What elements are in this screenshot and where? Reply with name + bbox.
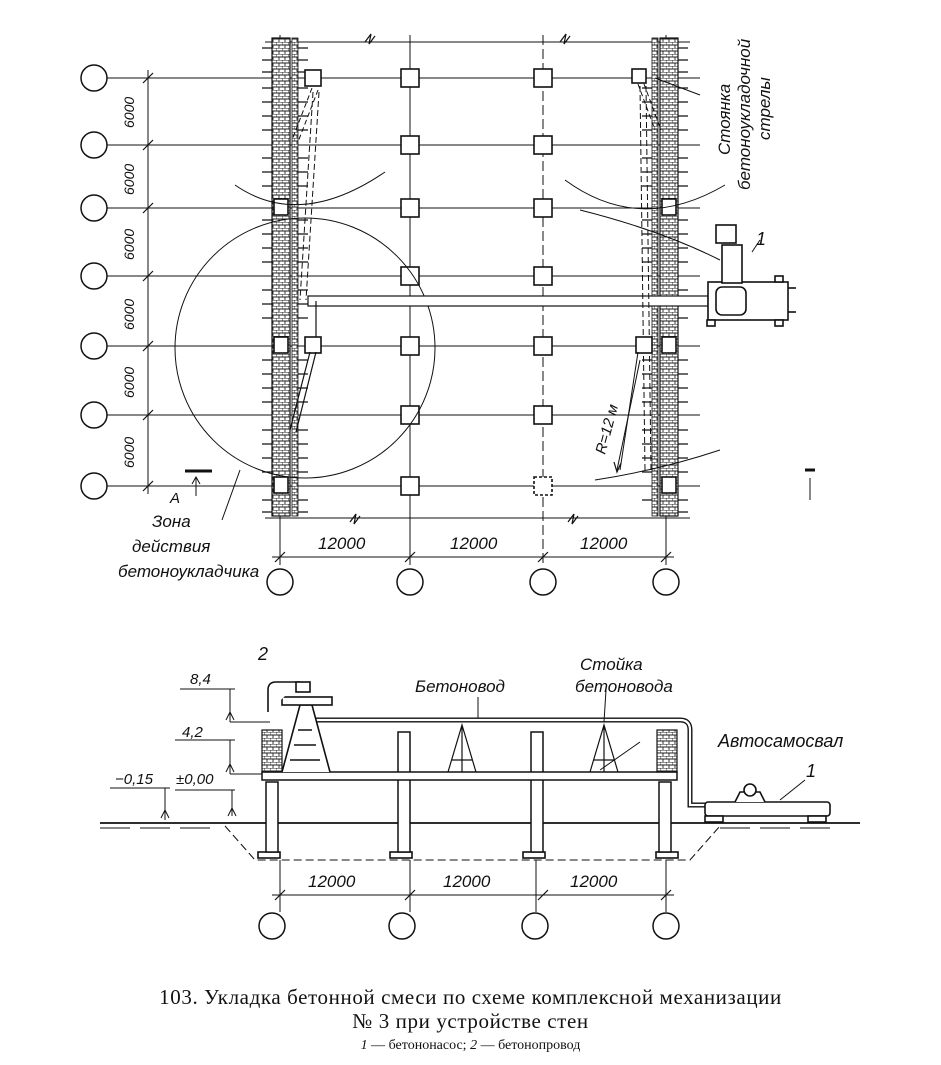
radius-label: R=12 м (592, 403, 622, 456)
axis-bubbles-bottom (266, 568, 680, 596)
col-dim: 12000 (308, 872, 356, 891)
plan-labels: 6000 6000 6000 6000 6000 6000 12000 1200… (118, 38, 774, 581)
legend-num-1: 1 (360, 1038, 368, 1053)
legend-text-1: — бетононасос; (371, 1038, 467, 1053)
zone-label: Зона (152, 512, 191, 531)
col-dim: 12000 (570, 872, 618, 891)
pipe-label: Бетоновод (415, 677, 505, 696)
concrete-placer-section (267, 681, 333, 773)
row-dim: 6000 (121, 97, 137, 128)
stand-label: Стойка (580, 655, 643, 674)
item-1-label: 1 (756, 229, 766, 249)
legend-text-2: — бетонопровод (480, 1038, 581, 1053)
axis-bubbles-left (80, 64, 108, 500)
caption-legend: 1 — бетононасос; 2 — бетонопровод (0, 1038, 941, 1054)
row-dim: 6000 (121, 229, 137, 260)
right-wall (659, 37, 679, 517)
col-dim: 12000 (580, 534, 628, 553)
col-dim: 12000 (318, 534, 366, 553)
caption-line-1: 103. Укладка бетонной смеси по схеме ком… (159, 985, 782, 1009)
row-dim: 6000 (121, 299, 137, 330)
caption-title: 103. Укладка бетонной смеси по схеме ком… (0, 985, 941, 1033)
concrete-pipe-plan (307, 295, 709, 307)
elevation-label: 4,2 (182, 724, 204, 741)
elevation-label: 8,4 (190, 671, 211, 688)
caption-line-2: № 3 при устройстве стен (352, 1009, 589, 1033)
plan-columns (273, 68, 677, 496)
elevation-label: −0,15 (115, 771, 154, 788)
concrete-pump-plan (706, 224, 796, 327)
section-labels: 8,4 4,2 −0,15 ±0,00 Бетоновод Стойка бет… (115, 644, 843, 891)
elevation-label: ±0,00 (176, 771, 214, 788)
truck-label: Автосамосвал (717, 731, 843, 751)
col-dim: 12000 (450, 534, 498, 553)
boom-parking-label: стрелы (755, 77, 774, 140)
row-dim: 6000 (121, 437, 137, 468)
section-view (100, 681, 860, 940)
plan-view (80, 33, 815, 596)
section-mark: А (169, 490, 180, 507)
legend-num-2: 2 (470, 1038, 478, 1053)
row-dim: 6000 (121, 164, 137, 195)
item-1-label: 1 (806, 761, 816, 781)
zone-label: бетоноукладчика (118, 562, 259, 581)
zone-label: действия (132, 537, 210, 556)
boom-parking-label: Стоянка (715, 84, 734, 155)
truck-section (704, 783, 831, 823)
stand-label: бетоновода (575, 677, 673, 696)
boom-parking-label: бетоноукладочной (735, 38, 754, 190)
drawing: 6000 6000 6000 6000 6000 6000 12000 1200… (80, 33, 860, 940)
left-wall (271, 37, 291, 517)
row-dim: 6000 (121, 367, 137, 398)
col-dim: 12000 (443, 872, 491, 891)
item-2-label: 2 (257, 644, 268, 664)
